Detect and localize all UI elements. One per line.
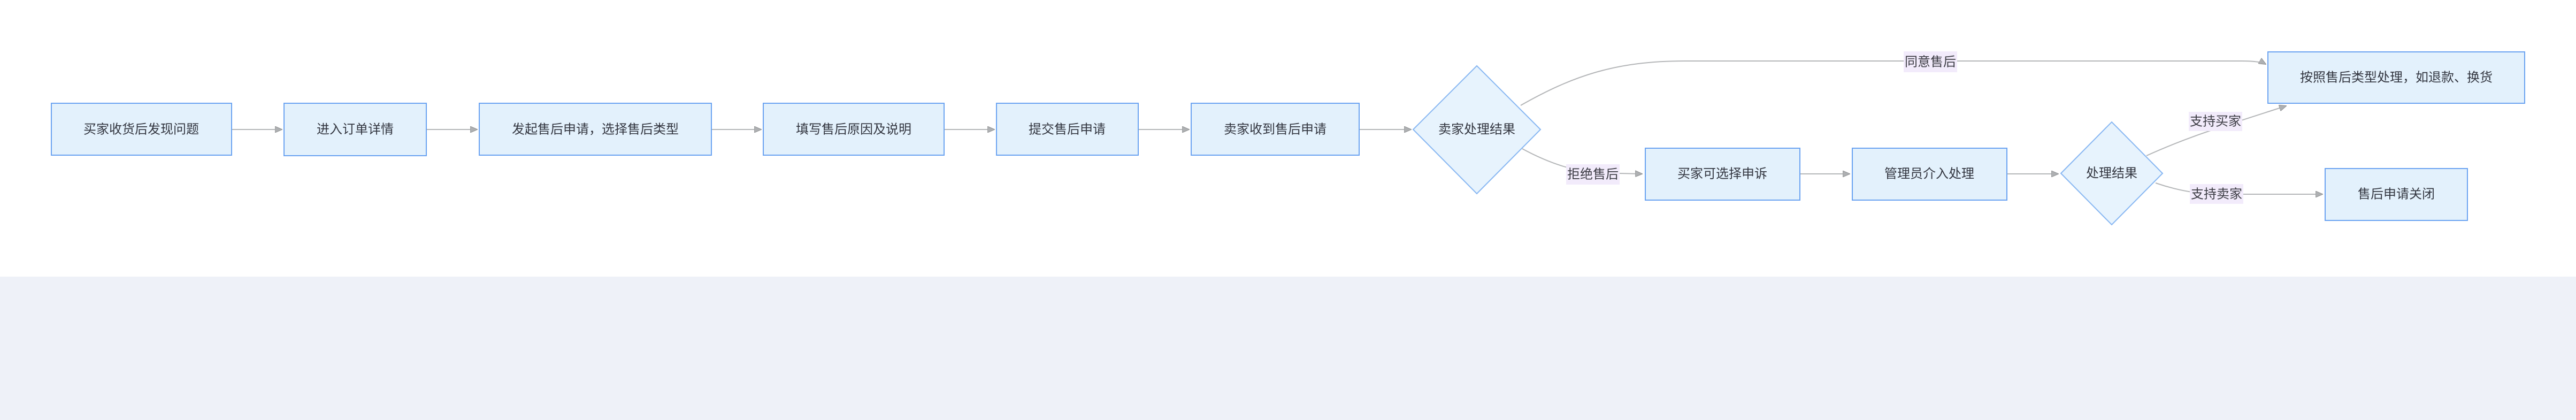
- edge-agree-branch: [1520, 61, 2266, 106]
- node-label: 买家可选择申诉: [1677, 166, 1767, 181]
- node-initiate-aftersales: 发起售后申请，选择售后类型: [479, 103, 712, 156]
- svg-text:支持卖家: 支持卖家: [2191, 187, 2242, 201]
- node-buyer-discovers-problem: 买家收货后发现问题: [51, 103, 232, 156]
- node-label: 填写售后原因及说明: [796, 122, 911, 136]
- node-label: 处理结果: [2086, 166, 2137, 180]
- node-application-closed: 售后申请关闭: [2325, 168, 2468, 221]
- node-admin-decision: 处理结果: [2060, 121, 2164, 226]
- edge-label-agree: 同意售后: [1904, 51, 1957, 72]
- svg-text:同意售后: 同意售后: [1905, 55, 1956, 69]
- node-open-order-detail: 进入订单详情: [283, 103, 427, 156]
- node-label: 发起售后申请，选择售后类型: [512, 122, 679, 136]
- node-buyer-appeal: 买家可选择申诉: [1645, 148, 1800, 201]
- svg-text:支持买家: 支持买家: [2190, 114, 2241, 128]
- node-label: 按照售后类型处理，如退款、换货: [2300, 70, 2493, 85]
- node-label: 售后申请关闭: [2358, 187, 2435, 201]
- edge-support-buyer-branch: [2146, 106, 2286, 156]
- node-fill-reason: 填写售后原因及说明: [763, 103, 945, 156]
- node-label: 管理员介入处理: [1884, 166, 1974, 181]
- svg-text:拒绝售后: 拒绝售后: [1567, 167, 1619, 181]
- edge-label-support-buyer: 支持买家: [2189, 112, 2242, 131]
- node-admin-intervention: 管理员介入处理: [1852, 148, 2007, 201]
- aftersales-flowchart: 买家收货后发现问题 进入订单详情 发起售后申请，选择售后类型 填写售后原因及说明…: [51, 51, 2525, 226]
- node-label: 进入订单详情: [317, 122, 394, 136]
- node-label: 卖家处理结果: [1438, 122, 1515, 136]
- node-seller-receives: 卖家收到售后申请: [1191, 103, 1360, 156]
- node-process-by-type: 按照售后类型处理，如退款、换货: [2267, 51, 2525, 104]
- edge-label-reject: 拒绝售后: [1566, 164, 1620, 185]
- chat-message-bar: 豆包: [0, 277, 2576, 420]
- edge-label-support-seller: 支持卖家: [2190, 184, 2243, 204]
- node-submit-application: 提交售后申请: [996, 103, 1139, 156]
- node-label: 卖家收到售后申请: [1224, 122, 1327, 136]
- node-label: 买家收货后发现问题: [83, 122, 199, 136]
- node-label: 提交售后申请: [1029, 122, 1106, 136]
- node-seller-decision: 卖家处理结果: [1412, 65, 1542, 195]
